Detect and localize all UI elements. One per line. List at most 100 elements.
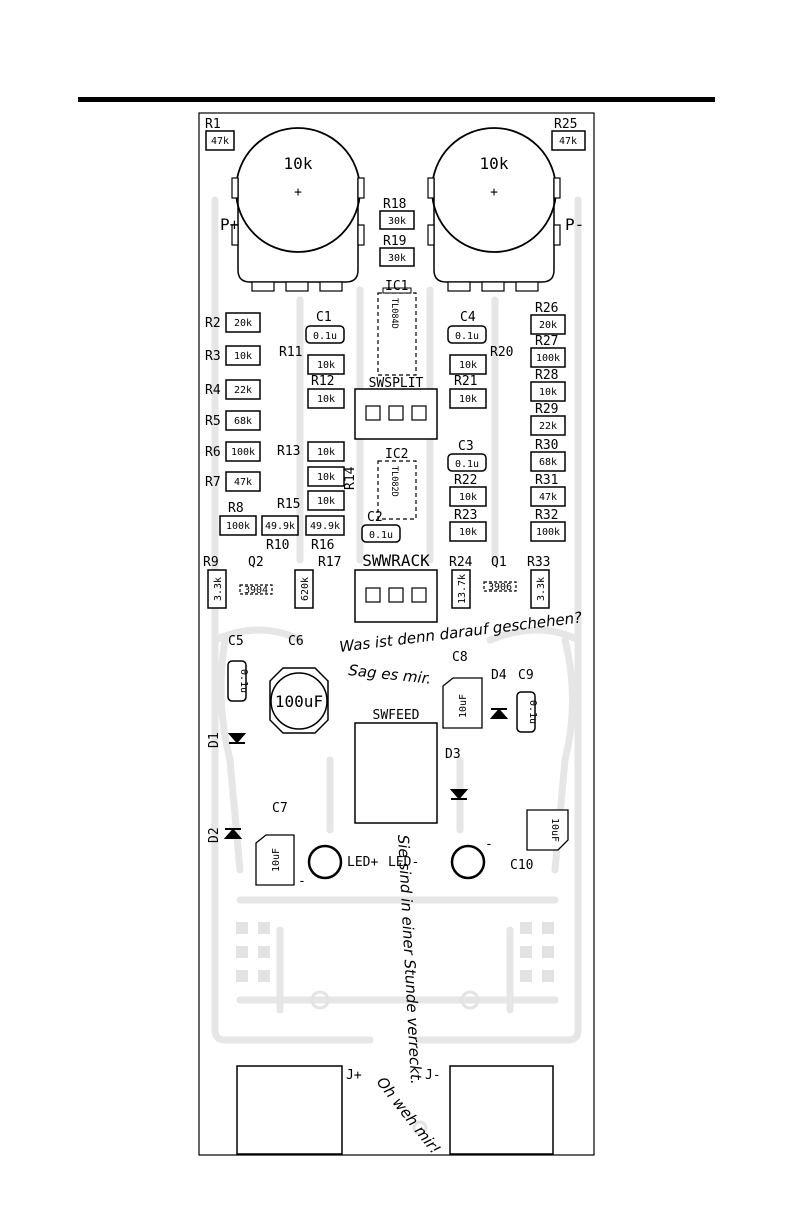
c9-value: 0.1u (527, 700, 538, 724)
switch-swwrack: SWWRACK (354, 551, 438, 623)
r13-value: 10k (317, 447, 335, 458)
r3-ref: R3 (205, 349, 221, 364)
c7-polarity: - (298, 874, 306, 889)
c8-ref: C8 (452, 650, 468, 665)
transistors: Q2 3904 Q1 3906 (239, 555, 517, 596)
r25-ref: R25 (554, 117, 577, 132)
pot-right-value: 10k (480, 154, 509, 173)
q1-ref: Q1 (491, 555, 507, 570)
switch-swfeed-label: SWFEED (373, 708, 420, 723)
c2-value: 0.1u (369, 530, 393, 541)
pot-left: 10k + P+ (220, 127, 365, 292)
r8-value: 100k (226, 521, 250, 532)
r30-ref: R30 (535, 438, 558, 453)
r15-value: 10k (317, 496, 335, 507)
r7-ref: R7 (205, 475, 221, 490)
c3-ref: C3 (458, 439, 474, 454)
ic2-footprint: IC2 TL082D (377, 447, 417, 520)
r19-value: 30k (388, 253, 406, 264)
r5-value: 68k (234, 416, 252, 427)
r33-ref: R33 (527, 555, 550, 570)
r28-value: 10k (539, 387, 557, 398)
r32-value: 100k (536, 527, 560, 538)
pot-right-center-mark: + (490, 185, 498, 200)
switch-swsplit: SWSPLIT (354, 376, 438, 440)
copper-traces (211, 196, 582, 1044)
r33-value: 3.3k (536, 577, 547, 601)
r9-ref: R9 (203, 555, 219, 570)
board-outline (198, 112, 595, 1156)
q2-ref: Q2 (248, 555, 264, 570)
r2-ref: R2 (205, 316, 221, 331)
c6-ref: C6 (288, 634, 304, 649)
c7-value: 10uF (271, 848, 282, 872)
r11-ref: R11 (279, 345, 302, 360)
top-rule (78, 97, 715, 102)
r10-value: 49.9k (265, 521, 295, 532)
r4-value: 22k (234, 385, 252, 396)
resistors-vertical: 3.3k R9 620k R17 13.7k R24 3.3k R33 (203, 555, 550, 609)
r12-ref: R12 (311, 374, 334, 389)
leds: LED+ LED- - (307, 837, 493, 880)
c1-value: 0.1u (313, 331, 337, 342)
jacks: J+ J- (236, 1065, 554, 1155)
ic1-footprint: IC1 TL084D (377, 279, 417, 376)
r29-value: 22k (539, 421, 557, 432)
c4-ref: C4 (460, 310, 476, 325)
r13-ref: R13 (277, 444, 300, 459)
r20-ref: R20 (490, 345, 513, 360)
r16-value: 49.9k (310, 521, 340, 532)
jack-plus-ref: J+ (346, 1068, 362, 1083)
ic1-ref: IC1 (385, 279, 408, 294)
r25-value: 47k (559, 136, 577, 147)
r27-value: 100k (536, 353, 560, 364)
note-line-2: Sag es mir. (348, 661, 433, 688)
c5-value: 0.1u (238, 669, 249, 693)
r30-value: 68k (539, 457, 557, 468)
jack-minus-ref: J- (425, 1068, 441, 1083)
d1-ref: D1 (207, 732, 222, 748)
switch-swwrack-label: SWWRACK (362, 551, 430, 570)
resistors-horizontal: 47k R1 47k R25 30k R18 30k R19 20k R2 10… (205, 117, 586, 553)
r24-ref: R24 (449, 555, 473, 570)
ic1-value: TL084D (389, 298, 399, 329)
r24-value: 13.7k (457, 574, 468, 604)
r17-value: 620k (300, 577, 311, 601)
r4-ref: R4 (205, 383, 221, 398)
c2-ref: C2 (367, 510, 383, 525)
led-plus-ref: LED+ (347, 855, 378, 870)
d3-ref: D3 (445, 747, 461, 762)
d4-ref: D4 (491, 668, 507, 683)
r1-ref: R1 (205, 117, 221, 132)
r32-ref: R32 (535, 508, 558, 523)
note-line-3: Sie sind in einer Stunde verreckt. (394, 834, 425, 1085)
q1-value: 3906 (488, 582, 512, 593)
r18-ref: R18 (383, 197, 406, 212)
r9-value: 3.3k (213, 577, 224, 601)
r29-ref: R29 (535, 402, 558, 417)
r27-ref: R27 (535, 334, 558, 349)
q2-value: 3904 (244, 585, 268, 596)
r10-ref: R10 (266, 538, 289, 553)
r20-value: 10k (459, 360, 477, 371)
r19-ref: R19 (383, 234, 406, 249)
led-minus-ref: LED- (388, 855, 419, 870)
led-minus-polarity: - (485, 837, 493, 852)
r5-ref: R5 (205, 414, 221, 429)
r21-ref: R21 (454, 374, 477, 389)
c4-value: 0.1u (455, 331, 479, 342)
d2-ref: D2 (207, 827, 222, 843)
r18-value: 30k (388, 216, 406, 227)
r6-value: 100k (231, 447, 255, 458)
r2-value: 20k (234, 318, 252, 329)
pot-left-center-mark: + (294, 185, 302, 200)
c5-ref: C5 (228, 634, 244, 649)
c10-ref: C10 (510, 858, 533, 873)
r31-ref: R31 (535, 473, 558, 488)
r31-value: 47k (539, 492, 557, 503)
r28-ref: R28 (535, 368, 558, 383)
r1-value: 47k (211, 136, 229, 147)
pot-right: 10k + P- (427, 127, 584, 292)
r12-value: 10k (317, 394, 335, 405)
r15-ref: R15 (277, 497, 300, 512)
